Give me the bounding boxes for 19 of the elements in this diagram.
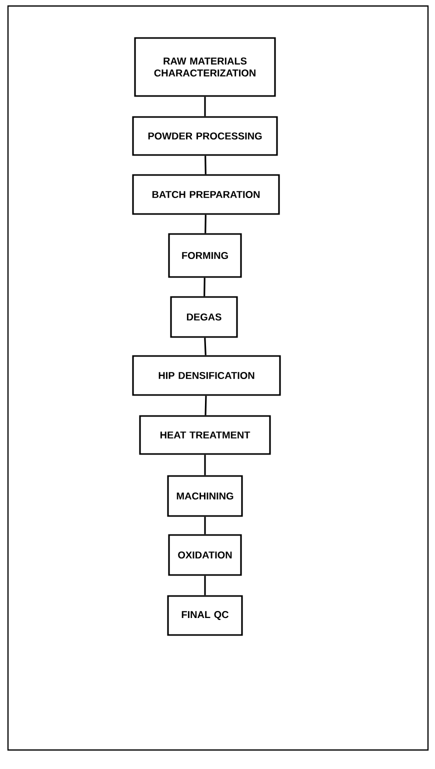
process-box: RAW MATERIALS CHARACTERIZATION <box>134 37 276 97</box>
process-box: FINAL QC <box>167 595 243 636</box>
connector-line <box>204 396 207 416</box>
connector-line <box>204 156 206 174</box>
connector-line <box>204 338 206 356</box>
connector-line <box>204 214 206 234</box>
process-box: HIP DENSIFICATION <box>132 355 281 396</box>
connector-line <box>204 454 206 476</box>
process-box: MACHINING <box>167 475 243 517</box>
connector-line <box>204 96 206 116</box>
process-box: POWDER PROCESSING <box>132 116 278 156</box>
connector-line <box>204 278 206 296</box>
process-box: DEGAS <box>170 296 238 338</box>
connector-line <box>204 516 206 534</box>
process-box: HEAT TREATMENT <box>139 415 271 455</box>
process-box: OXIDATION <box>168 534 242 576</box>
process-box: FORMING <box>168 233 242 278</box>
process-box: BATCH PREPARATION <box>132 174 280 215</box>
connector-line <box>204 576 206 596</box>
